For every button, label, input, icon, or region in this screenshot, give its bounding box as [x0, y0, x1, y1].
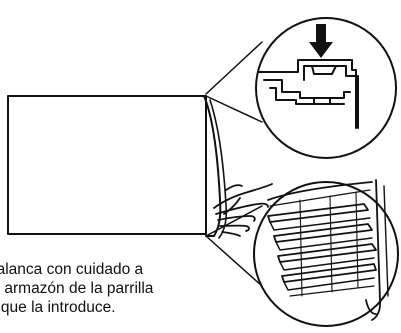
upper-detail-circle: [255, 17, 397, 159]
louver-detail-icon: [267, 179, 389, 321]
front-panel: [7, 95, 207, 235]
lever-detail-icon: [257, 59, 359, 129]
caption-line-3: a que la introduce.: [0, 299, 116, 316]
hand-icon: [213, 183, 273, 237]
upper-callout-leader: [205, 41, 263, 123]
caption-line-2: el armazón de la parrilla: [0, 280, 154, 297]
grille-frame: [203, 95, 222, 237]
down-arrow-icon: [309, 24, 333, 58]
caption-line-1: palanca con cuidado a: [0, 261, 144, 278]
instruction-caption: palanca con cuidado a el armazón de la p…: [0, 260, 248, 317]
lower-detail-circle: [253, 181, 399, 327]
lower-callout-leader: [205, 205, 263, 287]
